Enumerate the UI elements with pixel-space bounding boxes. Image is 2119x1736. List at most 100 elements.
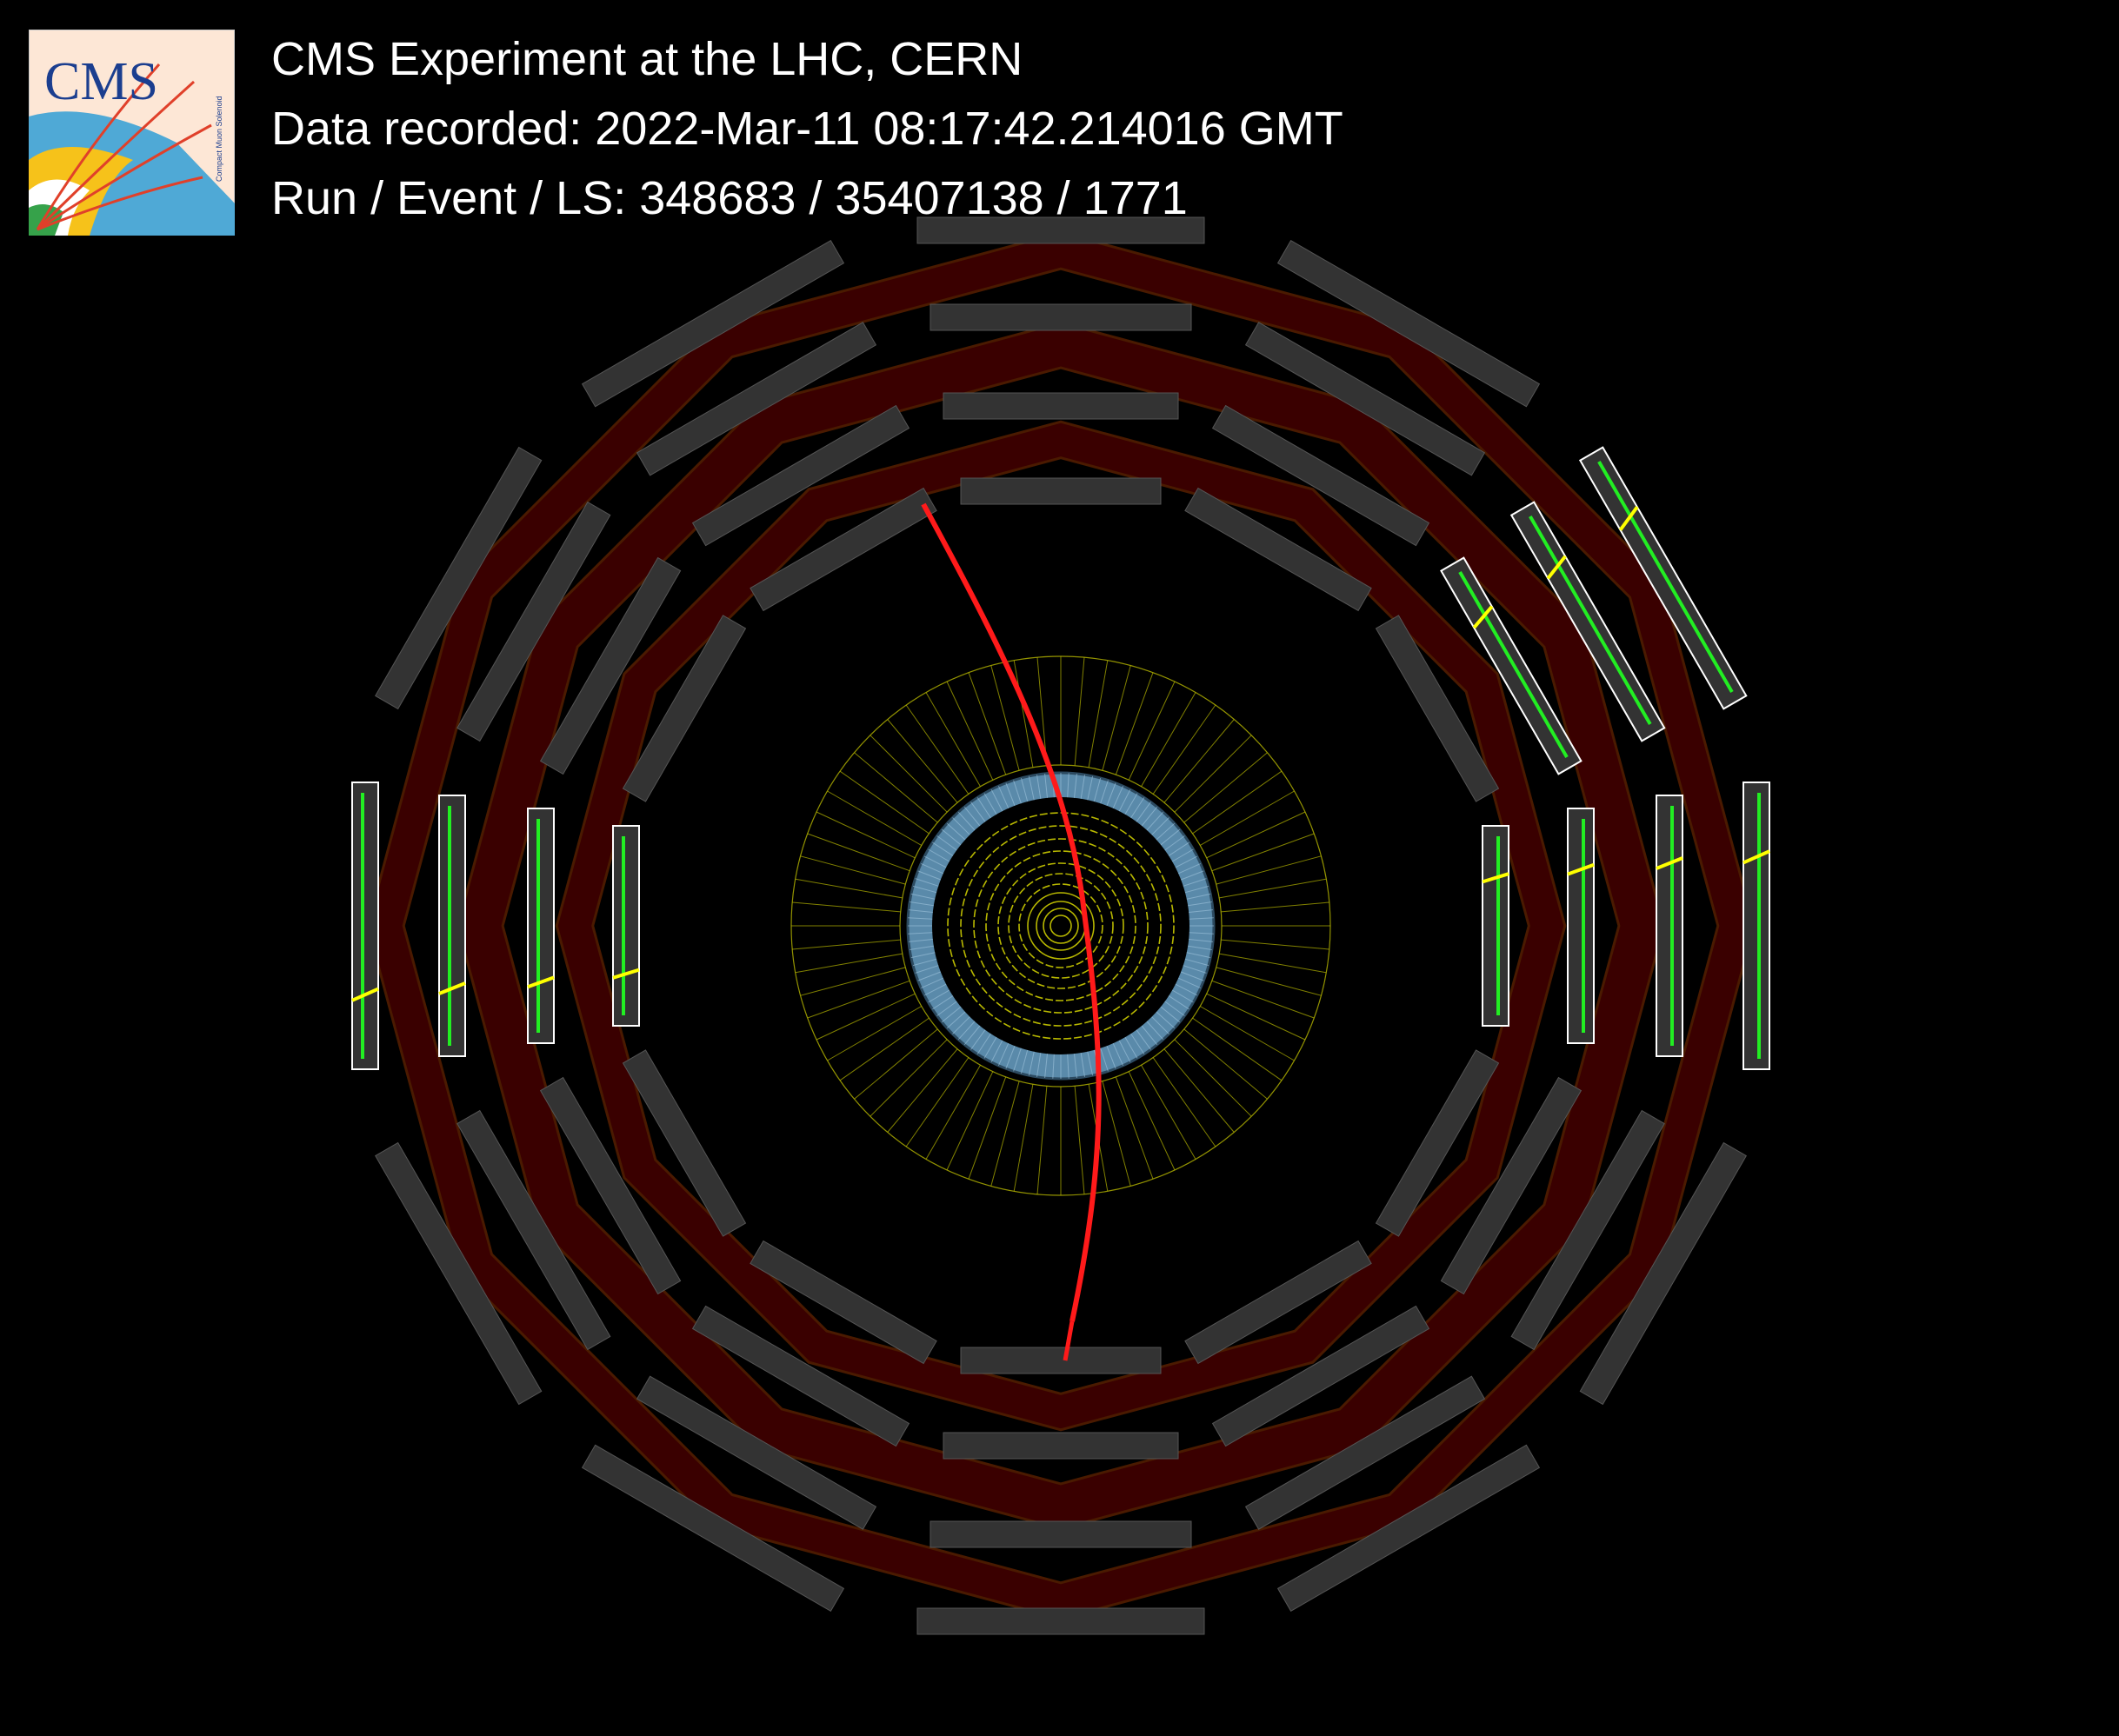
chamber-body	[438, 795, 466, 1057]
hcal-tower-line	[816, 811, 916, 859]
muon-chamber	[527, 808, 555, 1044]
ecal-crystal-line	[1087, 775, 1094, 801]
hcal-tower-line	[1141, 1064, 1196, 1160]
muon-chamber	[930, 1520, 1192, 1548]
ecal-crystal-line	[1184, 885, 1209, 894]
chamber-body	[1211, 1305, 1430, 1447]
chamber-hit-group	[1482, 836, 1509, 1015]
muon-chamber	[1579, 1141, 1747, 1406]
chamber-body	[1211, 404, 1430, 547]
muon-chamber	[1440, 1076, 1583, 1295]
chamber-body	[1375, 615, 1500, 802]
ecal-crystal-line	[1183, 878, 1207, 887]
muon-chamber	[1211, 404, 1430, 547]
muon-chamber	[1184, 487, 1372, 612]
ecal-crystal-line	[1074, 773, 1077, 798]
ecal-crystal-line	[1044, 1054, 1048, 1079]
ecal-crystal-line	[1130, 1033, 1145, 1054]
ecal-crystal-line	[983, 793, 997, 815]
muon-hits	[351, 460, 1770, 1059]
ecal-crystal-line	[910, 945, 934, 950]
tracker-layer-ring	[960, 825, 1162, 1027]
chamber-hit-group	[1597, 460, 1734, 694]
chamber-body	[930, 303, 1192, 331]
ecal-crystal-line	[923, 855, 947, 868]
hcal-tower-line	[1183, 1028, 1268, 1100]
ecal-crystal-line	[1112, 1042, 1124, 1067]
muon-chamber	[1276, 240, 1541, 408]
muon-chamber	[1184, 1240, 1372, 1365]
muon-hit-marker	[1618, 506, 1639, 531]
hcal-tower-line	[870, 1039, 948, 1117]
ecal-crystal-line	[976, 797, 991, 819]
hcal-tower-line	[1206, 811, 1306, 859]
muon-track-segment	[1063, 1320, 1075, 1361]
event-header: CMS Experiment at the LHC, CERN Data rec…	[271, 24, 1343, 233]
cms-logo: CMS Compact Muon Solenoid	[29, 30, 235, 236]
hcal-tower-line	[1199, 1006, 1295, 1061]
hcal-tower-line	[1115, 1076, 1154, 1180]
hcal-tower-line	[1219, 878, 1327, 899]
hcal-tower-line	[827, 1006, 923, 1061]
ecal-crystal-line	[1136, 801, 1151, 822]
muon-hit-marker	[527, 975, 555, 989]
hcal-tower-line	[800, 855, 906, 885]
ecal-crystal-line	[1124, 793, 1138, 815]
ecal-crystal-line	[932, 841, 954, 856]
muon-chamber	[750, 487, 937, 612]
hcal-tower-line	[925, 692, 981, 788]
muon-hit-marker	[1472, 605, 1494, 629]
hcal-tower-line	[870, 735, 948, 813]
ecal-crystal-line	[908, 932, 933, 935]
ecal-crystal-line	[1168, 995, 1189, 1010]
ecal-crystal-line	[1118, 1040, 1131, 1063]
hcal-tower-line	[1141, 692, 1196, 788]
tracker-layer-ring	[947, 812, 1175, 1040]
hcal-tower-line	[1211, 980, 1315, 1019]
muon-chamber	[1211, 1305, 1430, 1447]
hcal-tower-line	[990, 665, 1020, 771]
muon-chamber	[916, 216, 1205, 244]
ecal-crystal-line	[1188, 901, 1212, 907]
hcal-tower-line	[795, 953, 903, 974]
chamber-body	[539, 1076, 682, 1295]
ecal-crystal-line	[920, 977, 944, 989]
ecal-crystal-line	[1130, 797, 1145, 819]
ecal-crystal-line	[970, 801, 986, 822]
ecal-crystal-line	[963, 1025, 981, 1046]
muon-hit-marker	[1567, 862, 1595, 876]
chamber-body	[691, 404, 910, 547]
muon-chamber	[622, 1049, 747, 1237]
ecal-crystal-line	[1118, 788, 1131, 812]
muon-chamber	[539, 1076, 682, 1295]
chamber-body	[943, 1432, 1179, 1460]
ecal-crystal-line	[1020, 777, 1029, 802]
muon-chamber	[456, 501, 611, 742]
cms-logo-text: CMS	[44, 52, 158, 111]
muon-chamber	[750, 1240, 937, 1365]
chamber-body	[750, 1240, 937, 1365]
hcal-tower-line	[1102, 665, 1131, 771]
ecal-crystal-line	[1146, 1021, 1164, 1041]
ecal-crystal-line	[1164, 1001, 1185, 1016]
hcal-tower-line	[1152, 704, 1216, 795]
chamber-hit-group	[351, 793, 379, 1059]
ecal-crystal-line	[1080, 775, 1085, 799]
ecal-crystal-line	[932, 995, 954, 1010]
ecal-crystal-line	[1188, 945, 1212, 950]
hcal-tower-line	[807, 833, 910, 872]
ecal-crystal-line	[1177, 862, 1202, 875]
ecal-crystal-line	[941, 828, 962, 846]
muon-hit-marker	[1546, 555, 1567, 580]
ecal-crystal-line	[1168, 841, 1189, 856]
ecal-crystal-line	[997, 1042, 1010, 1067]
ecal-crystal-line	[952, 817, 970, 835]
ecal-crystal-line	[920, 862, 944, 875]
muon-chamber	[456, 1109, 611, 1351]
hcal-tower-line	[1074, 657, 1085, 766]
chamber-body	[622, 615, 747, 802]
hcal-tower-line	[968, 1076, 1007, 1180]
hcal-tower-line	[1102, 1081, 1131, 1187]
ecal-crystal-line	[1067, 1054, 1069, 1079]
ecal-crystal-line	[1020, 1049, 1029, 1074]
